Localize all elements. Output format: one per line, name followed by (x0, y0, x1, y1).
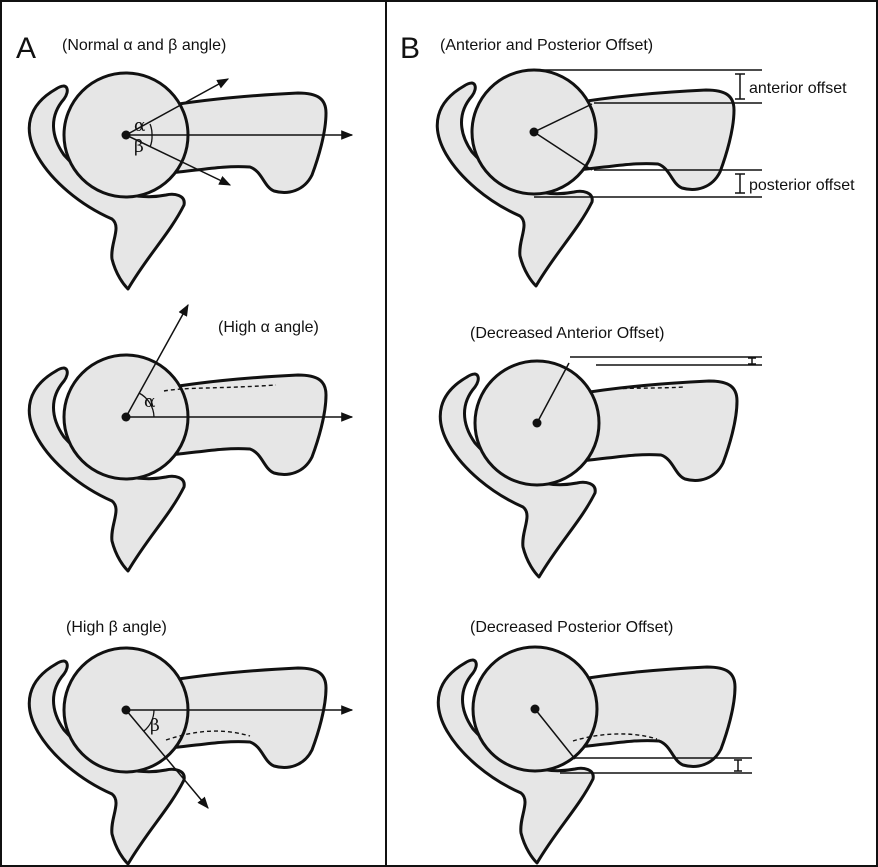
alpha-label: α (134, 116, 146, 136)
panel-b-title-decreased-anterior: (Decreased Anterior Offset) (470, 325, 664, 342)
hip-figure-high-beta (29, 648, 352, 864)
anterior-offset-label: anterior offset (749, 80, 847, 97)
panel-a-title-high-beta: (High β angle) (66, 619, 167, 636)
anterior-offset-marker (735, 74, 745, 99)
hip-figure-high-alpha (29, 305, 352, 571)
decreased-anterior-offset-marker (748, 358, 756, 364)
beta-label-high: β (150, 716, 160, 736)
decreased-posterior-offset-marker (734, 760, 742, 771)
panel-a-title-normal: (Normal α and β angle) (62, 37, 226, 54)
posterior-offset-label: posterior offset (749, 177, 855, 194)
panel-b-title-decreased-posterior: (Decreased Posterior Offset) (470, 619, 673, 636)
hip-figure-decreased-anterior (440, 361, 737, 577)
panel-b-title-normal: (Anterior and Posterior Offset) (440, 37, 653, 54)
panel-a-title-high-alpha: (High α angle) (218, 319, 319, 336)
panel-b: B (Anterior and Posterior Offset) (Decre… (400, 32, 855, 863)
panel-b-letter: B (400, 32, 420, 65)
posterior-offset-marker (735, 174, 745, 193)
beta-label: β (134, 137, 144, 157)
panel-a-letter: A (16, 32, 36, 65)
panel-a: A (Normal α and β angle) (High α angle) … (16, 32, 352, 864)
alpha-label-high: α (144, 392, 156, 412)
hip-figure-normal (29, 73, 352, 289)
hip-figure-decreased-posterior (438, 647, 735, 863)
